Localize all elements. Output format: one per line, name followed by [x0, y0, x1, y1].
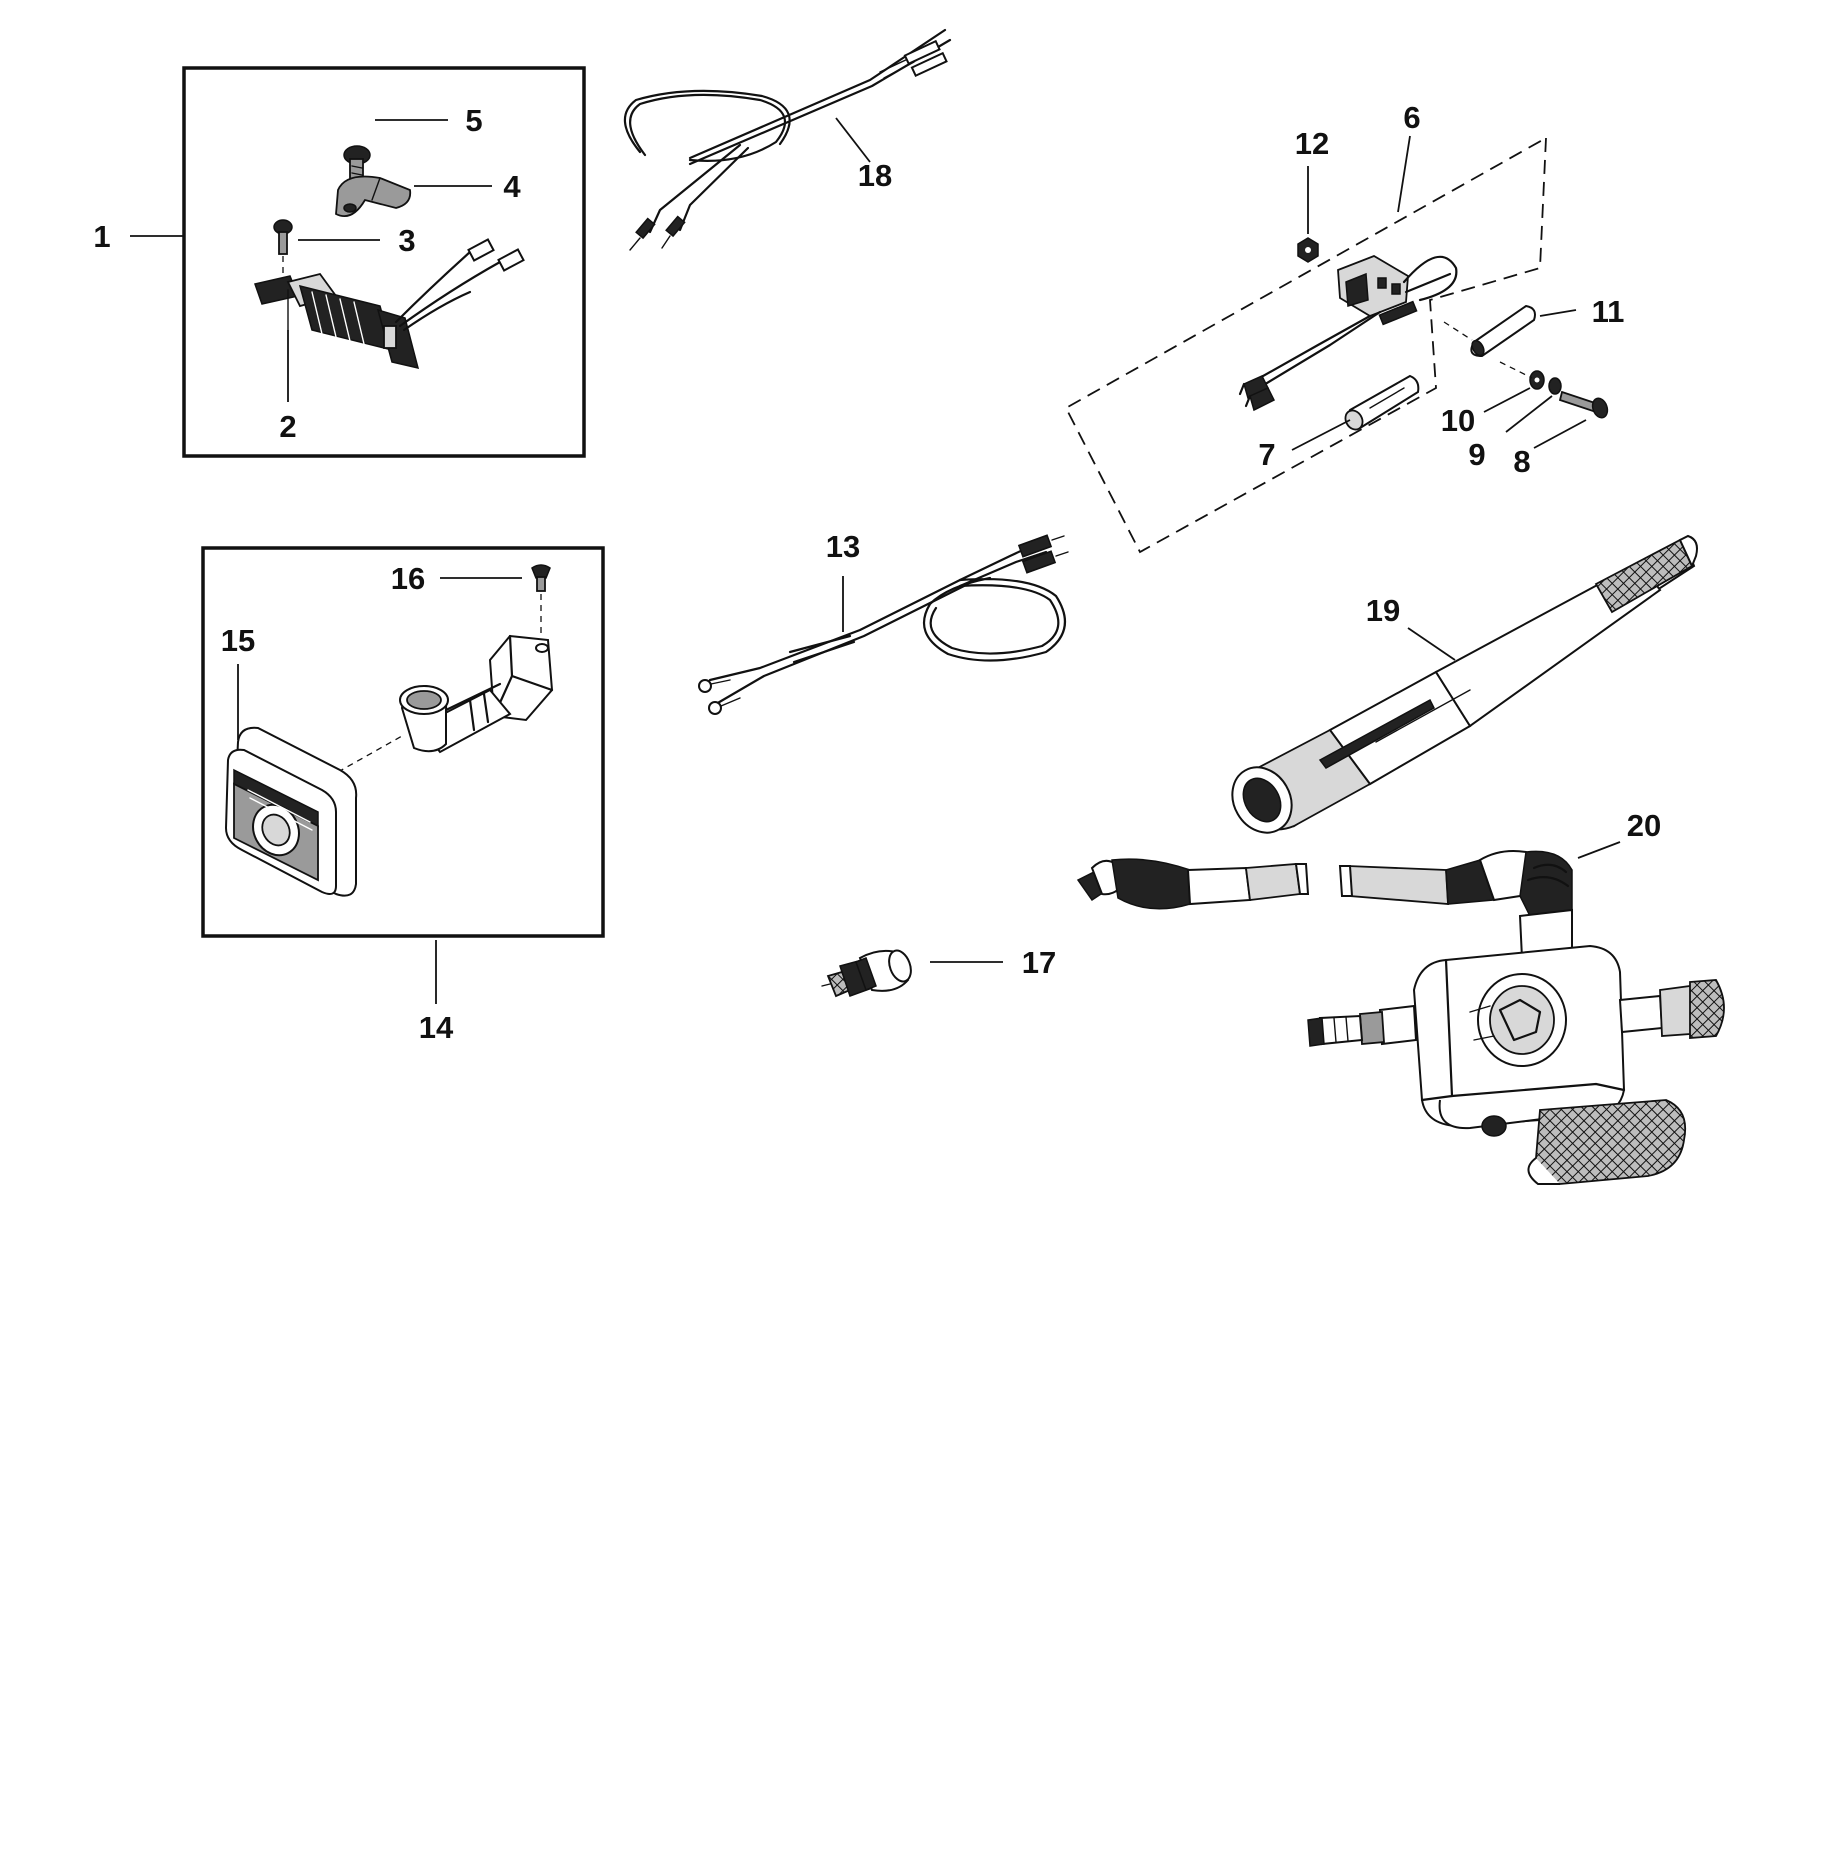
callout-10: 10: [1441, 403, 1475, 438]
part-17-switch: [821, 949, 912, 998]
leader-20: [1577, 841, 1621, 859]
callout-15: 15: [221, 623, 255, 658]
callout-17: 17: [1022, 945, 1056, 980]
part-7-fuse: [1344, 374, 1420, 431]
leader-8: [1533, 419, 1587, 449]
callout-16: 16: [391, 561, 425, 596]
part-4-clamp: [335, 175, 412, 218]
callout-9: 9: [1468, 437, 1485, 472]
callout-20: 20: [1627, 808, 1661, 843]
leader-11: [1539, 309, 1577, 317]
callout-12: 12: [1295, 126, 1329, 161]
part-19-tube: [1231, 534, 1698, 834]
callout-18: 18: [858, 158, 892, 193]
callout-11: 11: [1592, 294, 1625, 329]
kit-1-frame: [182, 66, 586, 458]
part-2-connector: [254, 238, 525, 370]
part-3-screw: [273, 219, 293, 282]
kit-6-dashed-outline: [1064, 136, 1547, 554]
leader-6: [1397, 135, 1411, 213]
part-11-sleeve: [1443, 304, 1536, 358]
callout-13: 13: [826, 529, 860, 564]
leader-10: [1483, 387, 1531, 413]
kit-6-group: 6 7 8 9 10 11 12: [1064, 100, 1625, 554]
kit-14-group: 14 15 16: [201, 546, 605, 1045]
part-16-screw: [531, 564, 551, 634]
callout-3: 3: [398, 223, 415, 258]
callout-19: 19: [1366, 593, 1400, 628]
callout-7: 7: [1258, 437, 1275, 472]
callout-2: 2: [279, 409, 296, 444]
part-20-throttle-assembly: [1076, 850, 1725, 1185]
callout-1: 1: [93, 219, 110, 254]
leader-19: [1407, 627, 1456, 661]
part-15-bezel: [224, 726, 358, 897]
part-13-harness: [698, 534, 1069, 715]
callout-5: 5: [465, 103, 482, 138]
part-6-fuse-holder: [1238, 255, 1458, 412]
part-8-screw: [1558, 390, 1609, 419]
part-12-nut: [1297, 237, 1319, 263]
part-18-harness: [623, 28, 952, 251]
callout-8: 8: [1513, 444, 1530, 479]
kit-14-frame: [201, 546, 605, 938]
kit-1-group: 1 2 3 4 5: [93, 66, 586, 458]
leader-9: [1505, 395, 1553, 433]
leader-7: [1291, 419, 1351, 451]
leader-18: [835, 117, 871, 163]
part-9-washer: [1548, 377, 1562, 395]
callout-6: 6: [1403, 100, 1420, 135]
kit-6-dashed-leader: [1499, 361, 1533, 379]
callout-14: 14: [419, 1010, 454, 1045]
callout-4: 4: [503, 169, 521, 204]
part-10-washer: [1529, 370, 1545, 390]
part-14-lock-bracket: [337, 634, 554, 773]
